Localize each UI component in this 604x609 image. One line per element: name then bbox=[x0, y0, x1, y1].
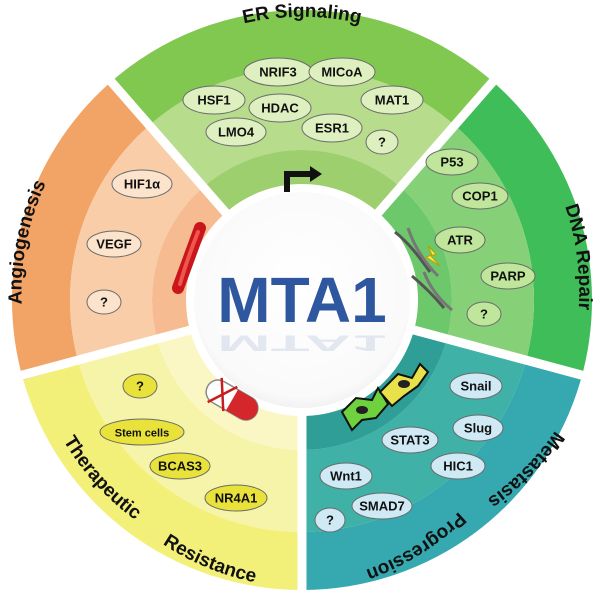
blood-vessel-icon bbox=[172, 222, 206, 294]
item-label: P53 bbox=[440, 155, 463, 170]
item-label: COP1 bbox=[462, 189, 497, 204]
drug-capsule-icon bbox=[205, 377, 259, 421]
item-label: HSF1 bbox=[197, 93, 230, 108]
item-pill bbox=[319, 462, 373, 490]
item-pill bbox=[182, 85, 246, 115]
item-pill bbox=[149, 452, 211, 480]
item-label: ESR1 bbox=[315, 121, 349, 136]
item-label: Stem cells bbox=[115, 428, 169, 440]
item-pill bbox=[381, 426, 439, 454]
item-label: ? bbox=[480, 307, 488, 322]
item-label: NR4A1 bbox=[215, 491, 258, 506]
item-label: ATR bbox=[447, 233, 473, 248]
item-pill bbox=[248, 93, 312, 123]
item-pill bbox=[314, 507, 346, 533]
angiogenesis-outer-band bbox=[12, 84, 147, 380]
item-pill bbox=[205, 117, 267, 147]
item-pill bbox=[425, 148, 479, 176]
item-pill bbox=[301, 113, 363, 143]
item-label: VEGF bbox=[96, 237, 131, 252]
center-hub bbox=[186, 184, 418, 416]
item-label: HIC1 bbox=[443, 459, 473, 474]
item-label: HIF1α bbox=[124, 177, 160, 192]
item-pill bbox=[360, 85, 424, 115]
item-label: NRIF3 bbox=[259, 65, 297, 80]
item-pill bbox=[351, 492, 413, 520]
therapeutic-outer-band bbox=[23, 363, 303, 590]
item-label: PARP bbox=[490, 269, 525, 284]
item-pill bbox=[86, 230, 142, 258]
item-label: MAT1 bbox=[375, 93, 409, 108]
item-pill bbox=[452, 414, 504, 442]
cancer-cell-icon bbox=[340, 362, 430, 432]
item-pill bbox=[99, 418, 185, 446]
er-outer-band bbox=[107, 9, 497, 128]
item-label: Slug bbox=[464, 421, 492, 436]
item-label: ? bbox=[136, 379, 144, 394]
item-label: BCAS3 bbox=[158, 459, 202, 474]
item-label: ? bbox=[100, 295, 108, 310]
item-pill bbox=[451, 182, 509, 210]
transcription-arrow-icon bbox=[284, 166, 322, 192]
item-pill bbox=[480, 262, 536, 290]
item-pill bbox=[365, 129, 399, 155]
center-title-reflection: MTA1 bbox=[217, 330, 386, 355]
dna-inner-band bbox=[376, 188, 452, 342]
item-pill bbox=[434, 226, 486, 254]
item-pill bbox=[466, 301, 502, 327]
item-pill bbox=[430, 452, 486, 480]
item-label: Snail bbox=[460, 379, 491, 394]
item-label: ? bbox=[378, 135, 386, 150]
item-label: ? bbox=[326, 513, 334, 528]
item-pill bbox=[204, 484, 268, 512]
center-title: MTA1 bbox=[217, 264, 386, 336]
item-label: STAT3 bbox=[390, 433, 429, 448]
item-label: MICoA bbox=[321, 65, 363, 80]
dna-helix-icon bbox=[394, 227, 453, 312]
item-pill bbox=[86, 289, 122, 315]
item-label: Wnt1 bbox=[330, 469, 362, 484]
er-inner-band bbox=[201, 149, 403, 217]
item-pill bbox=[111, 169, 173, 199]
item-pill bbox=[308, 57, 376, 87]
dna-outer-band bbox=[457, 84, 592, 380]
item-pill bbox=[122, 373, 158, 399]
metastasis-outer-band bbox=[302, 363, 581, 590]
item-label: LMO4 bbox=[218, 125, 255, 140]
item-label: HDAC bbox=[261, 101, 299, 116]
item-pill bbox=[449, 372, 503, 400]
item-label: SMAD7 bbox=[359, 499, 405, 514]
